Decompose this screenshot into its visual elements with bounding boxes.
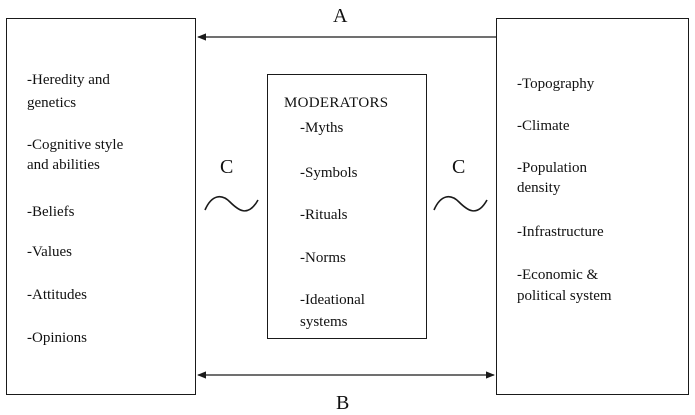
center-item-symbols: -Symbols bbox=[300, 165, 358, 181]
center-item-norms: -Norms bbox=[300, 250, 346, 266]
label-a: A bbox=[333, 5, 348, 27]
right-item-climate: -Climate bbox=[517, 118, 570, 134]
right-item-economic: -Economic & bbox=[517, 267, 599, 283]
label-c-right: C bbox=[452, 156, 466, 178]
center-box: MODERATORS -Myths -Symbols -Rituals -Nor… bbox=[267, 74, 427, 339]
left-box: -Heredity and genetics -Cognitive style … bbox=[6, 18, 196, 395]
left-item-genetics: genetics bbox=[27, 95, 77, 111]
center-item-myths: -Myths bbox=[300, 120, 344, 136]
center-item-ideational: -Ideational bbox=[300, 292, 365, 308]
label-b: B bbox=[336, 392, 350, 414]
moderators-title: MODERATORS bbox=[284, 95, 389, 111]
wavy-connector-right bbox=[433, 195, 488, 212]
center-item-rituals: -Rituals bbox=[300, 207, 348, 223]
left-item-heredity: -Heredity and bbox=[27, 72, 110, 88]
left-item-attitudes: -Attitudes bbox=[27, 287, 87, 303]
left-item-opinions: -Opinions bbox=[27, 330, 87, 346]
center-item-systems: systems bbox=[300, 314, 348, 330]
right-item-political-system: political system bbox=[517, 288, 612, 304]
right-item-infrastructure: -Infrastructure bbox=[517, 224, 604, 240]
right-item-topography: -Topography bbox=[517, 76, 595, 92]
label-c-left: C bbox=[220, 156, 234, 178]
left-item-beliefs: -Beliefs bbox=[27, 204, 75, 220]
left-item-values: -Values bbox=[27, 244, 72, 260]
right-item-population: -Population bbox=[517, 160, 587, 176]
right-item-density: density bbox=[517, 180, 561, 196]
right-box: -Topography -Climate -Population density… bbox=[496, 18, 689, 395]
wavy-connector-left bbox=[204, 195, 259, 212]
left-item-abilities: and abilities bbox=[27, 157, 100, 173]
left-item-cognitive: -Cognitive style bbox=[27, 137, 124, 153]
